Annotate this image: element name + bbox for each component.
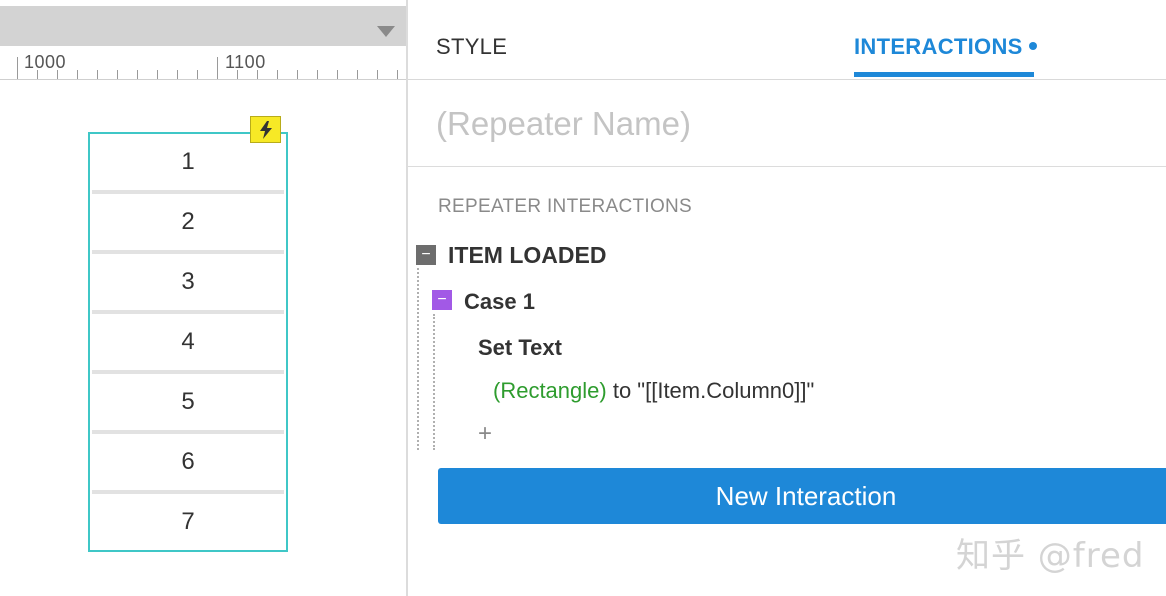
inspector-tabs: STYLE INTERACTIONS <box>408 0 1166 80</box>
action-target: (Rectangle) <box>493 378 607 403</box>
ruler-tick <box>297 70 298 79</box>
repeater-name-input[interactable] <box>436 104 1136 144</box>
tab-style-label: STYLE <box>436 34 508 59</box>
repeater-item[interactable]: 2 <box>92 194 284 254</box>
horizontal-ruler: 1000 1100 <box>0 46 407 80</box>
action-label[interactable]: Set Text <box>478 335 562 360</box>
widget-name-field <box>408 80 1166 167</box>
pane-divider[interactable] <box>406 0 408 596</box>
ruler-tick <box>317 70 318 79</box>
ruler-tick <box>117 70 118 79</box>
ruler-tick <box>97 70 98 79</box>
repeater-item[interactable]: 3 <box>92 254 284 314</box>
tree-guide-line <box>433 314 435 450</box>
ruler-tick <box>177 70 178 79</box>
action-detail[interactable]: (Rectangle) to "[[Item.Column0]]" <box>493 378 814 404</box>
ruler-tick <box>277 70 278 79</box>
ruler-tick <box>377 70 378 79</box>
watermark: 知乎 @fred <box>956 536 1145 576</box>
inspector-panel: STYLE INTERACTIONS REPEATER INTERACTIONS… <box>408 0 1166 596</box>
section-label: REPEATER INTERACTIONS <box>438 196 693 217</box>
add-action-icon[interactable]: + <box>478 420 493 447</box>
ruler-tick <box>217 57 218 79</box>
ruler-tick <box>237 70 238 79</box>
ruler-tick <box>157 70 158 79</box>
ruler-tick <box>77 70 78 79</box>
ruler-tick <box>57 70 58 79</box>
case-label[interactable]: Case 1 <box>464 289 535 314</box>
ruler-tick <box>197 70 198 79</box>
event-label[interactable]: ITEM LOADED <box>448 242 607 268</box>
ruler-tick <box>137 70 138 79</box>
ruler-label-1100: 1100 <box>225 52 266 72</box>
indicator-dot-icon <box>1028 42 1037 51</box>
collapse-case-icon[interactable]: − <box>432 290 452 310</box>
ruler-tick <box>357 70 358 79</box>
action-value: to "[[Item.Column0]]" <box>606 378 815 403</box>
lightning-bolt-icon <box>259 120 272 139</box>
ruler-tick <box>337 70 338 79</box>
chevron-down-icon[interactable] <box>377 26 395 37</box>
ruler-tick <box>397 70 398 79</box>
repeater-item[interactable]: 1 <box>92 134 284 194</box>
ruler-label-1000: 1000 <box>24 52 67 72</box>
ruler-tick <box>37 70 38 79</box>
tab-interactions-label: INTERACTIONS <box>854 34 1023 59</box>
tab-style[interactable]: STYLE <box>436 34 507 60</box>
repeater-item[interactable]: 6 <box>92 434 284 494</box>
canvas-pane: 1000 1100 1 2 3 4 5 6 7 <box>0 0 407 596</box>
ruler-tick <box>257 70 258 79</box>
repeater-item[interactable]: 4 <box>92 314 284 374</box>
new-interaction-button[interactable]: New Interaction <box>438 468 1166 524</box>
canvas-header <box>0 6 407 46</box>
lightning-bolt-icon[interactable] <box>250 116 281 143</box>
tree-guide-line <box>417 268 419 450</box>
ruler-tick <box>17 57 18 79</box>
repeater-item[interactable]: 5 <box>92 374 284 434</box>
repeater-item[interactable]: 7 <box>181 508 195 535</box>
repeater-widget[interactable]: 1 2 3 4 5 6 7 <box>88 132 288 552</box>
tab-interactions[interactable]: INTERACTIONS <box>854 34 1037 60</box>
active-tab-underline <box>854 72 1034 77</box>
collapse-event-icon[interactable]: − <box>416 245 436 265</box>
top-strip <box>0 0 407 6</box>
